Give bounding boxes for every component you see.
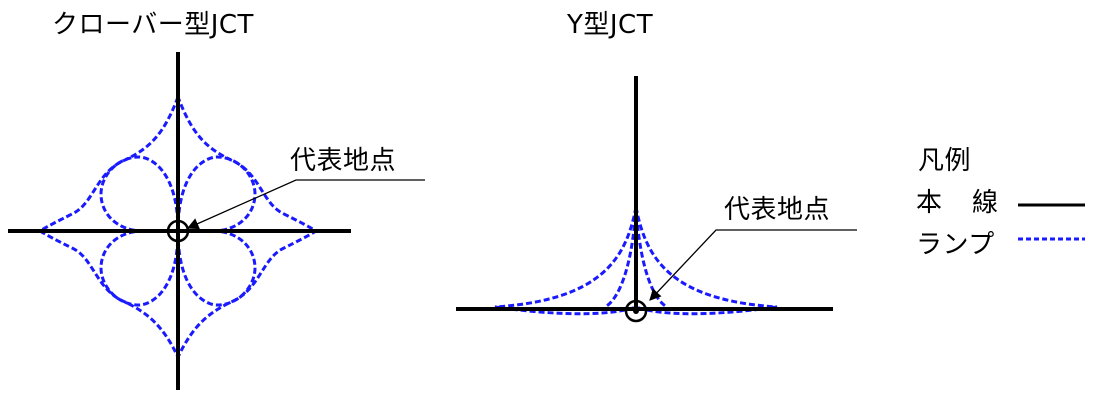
clover-loop-sw <box>99 229 180 307</box>
clover-junction <box>8 52 425 390</box>
y-jct-title: Y型JCT <box>567 10 654 40</box>
clover-rep-point-label: 代表地点 <box>290 146 397 176</box>
y-rep-point-center <box>633 308 639 314</box>
clover-rep-point-marker <box>166 219 190 243</box>
legend-mainline-char2: 線 <box>972 188 999 218</box>
legend-mainline-char1: 本 <box>916 188 943 218</box>
y-rep-point-label: 代表地点 <box>724 195 831 225</box>
y-ramp-outer-right <box>634 206 778 316</box>
y-ramp-outer-left <box>494 206 638 316</box>
y-rep-point-marker <box>624 299 648 323</box>
y-ramp-inner-left <box>604 206 638 309</box>
legend-title: 凡例 <box>918 146 972 176</box>
clover-leader-line <box>186 179 425 230</box>
legend-ramp-label: ランプ <box>916 230 995 260</box>
clover-loop-nw <box>99 155 180 233</box>
clover-rep-point-center <box>175 228 181 234</box>
y-leader-line <box>649 229 857 301</box>
y-ramp-inner-right <box>634 206 668 309</box>
clover-loop-ne <box>176 155 257 233</box>
y-junction <box>456 76 857 323</box>
clover-loop-se <box>176 229 257 307</box>
clover-jct-title: クローバー型JCT <box>52 10 254 40</box>
legend-swatches <box>1018 203 1085 241</box>
